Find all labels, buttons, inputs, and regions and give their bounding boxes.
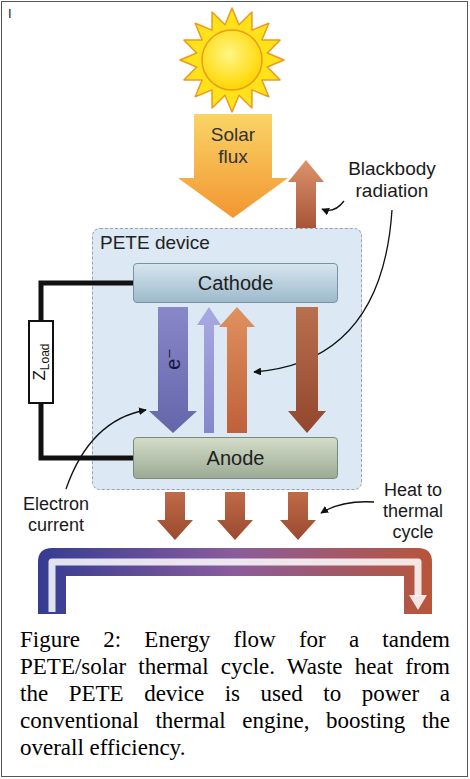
sun-icon [180,8,284,112]
node-label: Anode [207,447,265,469]
page-mark: I [8,6,32,22]
text-holder: Anode [207,446,265,470]
component-symbol: Z [30,370,49,380]
leader-line [322,201,344,210]
text-holder: PETE device [100,232,210,254]
label-box: Blackbody radiation [322,158,462,202]
edge-label: e⁻ [162,348,184,370]
flow-arrow [219,307,255,433]
caption-box: Figure 2: Energy flow for a tandem PETE/… [20,626,450,761]
heat-arrow [157,492,193,540]
thermal-cycle-pipe [38,548,432,614]
leader-lines [66,201,392,513]
flow-arrow [149,307,197,433]
node-label: PETE device [100,232,210,253]
node-label: Cathode [198,272,274,294]
callout-label: Heat to thermal cycle [362,480,464,543]
circuit-wire [41,283,133,320]
label-box: Electron current [4,494,108,536]
cycle-flow-head [409,595,427,610]
flow-arrow [197,307,221,433]
edge-group [41,283,326,458]
leader-line [321,502,374,513]
leader-line [66,410,146,489]
load-resistor: ZLoad [28,320,54,404]
callout-label: Electron current [4,494,108,536]
label-box: I [8,6,32,22]
text-holder: ZLoad [31,343,51,380]
circuit-wire [41,404,133,458]
flow-arrow [288,307,326,433]
callout-label: Blackbody radiation [322,158,462,202]
flux-arrow: Solar flux [178,114,288,218]
subscript-label: Load [38,343,52,370]
sun-rays [180,8,284,112]
cycle-flow-line [52,562,418,612]
sun-disc [202,30,262,90]
arrow-outline [178,114,288,218]
heat-arrow [217,492,253,540]
label-box: Heat to thermal cycle [362,480,464,543]
text-holder: Solar flux [197,124,269,168]
figure-caption: Figure 2: Energy flow for a tandem PETE/… [20,626,450,761]
text-holder: Cathode [198,271,274,295]
heat-arrow [280,492,316,540]
electrode-box: Cathode [133,263,338,303]
leader-line [254,210,392,372]
node-label: Solar flux [211,124,255,167]
edge-label-box: e⁻ [162,348,184,370]
radiation-arrow [288,160,324,228]
electrode-box: Anode [133,437,338,479]
